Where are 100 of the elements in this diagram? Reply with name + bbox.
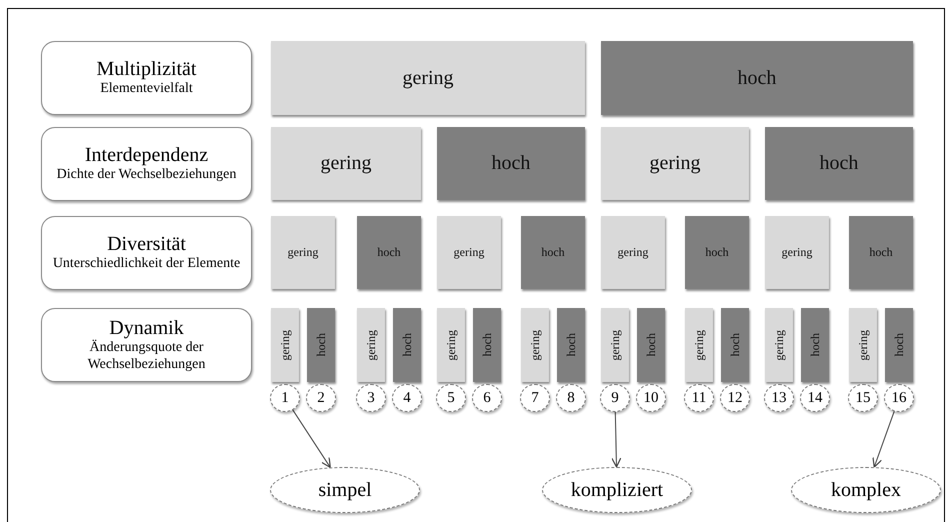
low-level-box	[601, 308, 629, 382]
low-level-box	[357, 308, 385, 382]
category-title: Diversität	[107, 233, 186, 256]
high-level-box	[393, 308, 421, 382]
combination-number: 15	[856, 390, 870, 406]
category-box	[41, 41, 252, 115]
number-circle	[556, 384, 586, 412]
combination-number: 13	[772, 390, 786, 406]
level-label: gering	[364, 330, 378, 360]
combination-number: 7	[531, 390, 539, 406]
level-label: gering	[782, 245, 812, 260]
high-level-box	[557, 308, 585, 382]
low-level-box	[521, 308, 549, 382]
category-title: Multiplizität	[96, 58, 196, 80]
number-circle	[684, 384, 714, 412]
combination-number: 8	[567, 390, 575, 406]
high-level-box	[357, 216, 421, 289]
low-level-box	[437, 216, 501, 289]
number-circle	[800, 384, 830, 412]
high-level-box	[521, 216, 585, 289]
level-label: gering	[856, 330, 870, 360]
high-level-box	[685, 216, 749, 289]
combination-number: 16	[892, 390, 906, 406]
number-circle	[764, 384, 794, 412]
combination-number: 6	[483, 390, 491, 406]
combination-number: 5	[447, 390, 455, 406]
outcome-label: simpel	[318, 478, 372, 502]
level-label: hoch	[400, 333, 414, 357]
combination-number: 12	[728, 390, 742, 406]
number-circle	[270, 384, 300, 412]
number-circle	[720, 384, 750, 412]
level-label: hoch	[705, 245, 729, 260]
number-circle	[520, 384, 550, 412]
combination-number: 1	[281, 390, 289, 406]
combination-number: 9	[611, 390, 619, 406]
high-level-box	[601, 41, 913, 115]
level-label: hoch	[314, 333, 328, 357]
level-label: hoch	[541, 245, 565, 260]
combination-number: 2	[317, 390, 325, 406]
combination-number: 3	[367, 390, 375, 406]
level-label: gering	[772, 330, 786, 360]
low-level-box	[271, 41, 585, 115]
high-level-box	[765, 127, 913, 200]
level-label: gering	[278, 330, 292, 360]
number-circle	[392, 384, 422, 412]
level-label: hoch	[644, 333, 658, 357]
level-label: gering	[454, 245, 484, 260]
arrow	[872, 410, 895, 468]
low-level-box	[685, 308, 713, 382]
level-label: gering	[288, 245, 318, 260]
low-level-box	[601, 127, 749, 200]
number-circle	[636, 384, 666, 412]
high-level-box	[437, 127, 585, 200]
number-circle	[884, 384, 914, 412]
high-level-box	[473, 308, 501, 382]
combination-number: 11	[692, 390, 706, 406]
level-label: hoch	[480, 333, 494, 357]
category-title: Interdependenz	[84, 144, 208, 166]
low-level-box	[849, 308, 877, 382]
category-description: Dichte der Wechselbeziehungen	[56, 166, 238, 184]
category-box	[41, 216, 252, 290]
low-level-box	[765, 216, 829, 289]
category-description: Elementevielfalt	[99, 80, 194, 98]
category-box	[41, 308, 252, 382]
high-level-box	[637, 308, 665, 382]
high-level-box	[721, 308, 749, 382]
level-label: hoch	[820, 152, 858, 175]
number-circle	[356, 384, 386, 412]
level-label: gering	[402, 66, 454, 90]
number-circle	[306, 384, 336, 412]
level-label: gering	[608, 330, 622, 360]
level-label: gering	[692, 330, 706, 360]
arrow	[611, 412, 622, 468]
high-level-box	[801, 308, 829, 382]
low-level-box	[437, 308, 465, 382]
arrow	[292, 409, 331, 468]
category-description: Unterschiedlichkeit der Elemente	[52, 255, 242, 273]
high-level-box	[307, 308, 335, 382]
outcome-label: kompliziert	[570, 478, 664, 502]
number-circle	[848, 384, 878, 412]
level-label: hoch	[492, 152, 530, 175]
high-level-box	[885, 308, 913, 382]
number-circle	[436, 384, 466, 412]
level-label: hoch	[869, 245, 893, 260]
level-label: hoch	[564, 333, 578, 357]
low-level-box	[765, 308, 793, 382]
high-level-box	[849, 216, 913, 289]
level-label: gering	[618, 245, 648, 260]
category-description: Änderungsquote der Wechselbeziehungen	[86, 338, 206, 374]
level-label: gering	[320, 152, 372, 175]
low-level-box	[271, 308, 299, 382]
combination-number: 4	[403, 390, 411, 406]
level-label: hoch	[808, 333, 822, 357]
combination-number: 14	[808, 390, 822, 406]
level-label: gering	[444, 330, 458, 360]
level-label: hoch	[728, 333, 742, 357]
level-label: hoch	[892, 333, 906, 357]
level-label: hoch	[377, 245, 401, 260]
low-level-box	[271, 216, 335, 289]
low-level-box	[271, 127, 421, 200]
